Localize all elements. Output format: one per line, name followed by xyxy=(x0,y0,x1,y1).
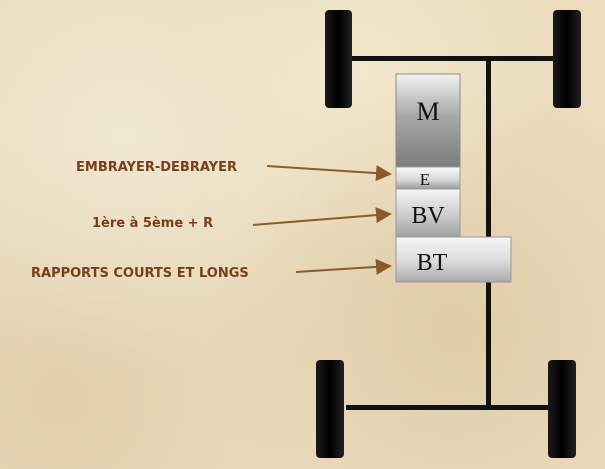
wheel-rear-right xyxy=(548,360,576,458)
motor-label: M xyxy=(416,97,439,126)
wheel-front-left xyxy=(325,10,352,108)
gearbox-block: BV xyxy=(395,188,461,238)
chassis-frame xyxy=(346,56,556,410)
rear-axle xyxy=(346,405,551,410)
transfer-box-label: BT xyxy=(417,250,448,276)
gearbox-label: BV xyxy=(411,203,445,229)
front-axle xyxy=(348,56,556,61)
arrow-gears xyxy=(252,207,392,226)
wheel-rear-left xyxy=(316,360,344,458)
label-transfer: RAPPORTS COURTS ET LONGS xyxy=(31,266,249,281)
callout-arrows xyxy=(252,165,392,275)
motor-block: M xyxy=(395,73,461,168)
clutch-label: E xyxy=(420,170,430,189)
arrow-clutch xyxy=(266,165,392,182)
propeller-shaft xyxy=(486,60,491,410)
clutch-block: E xyxy=(395,166,461,190)
wheel-front-right xyxy=(553,10,581,108)
label-gears: 1ère à 5ème + R xyxy=(92,216,213,231)
arrow-transfer xyxy=(295,258,392,275)
label-clutch: EMBRAYER-DEBRAYER xyxy=(76,160,237,175)
wheels xyxy=(316,10,581,458)
transfer-box-block: BT xyxy=(395,236,512,283)
